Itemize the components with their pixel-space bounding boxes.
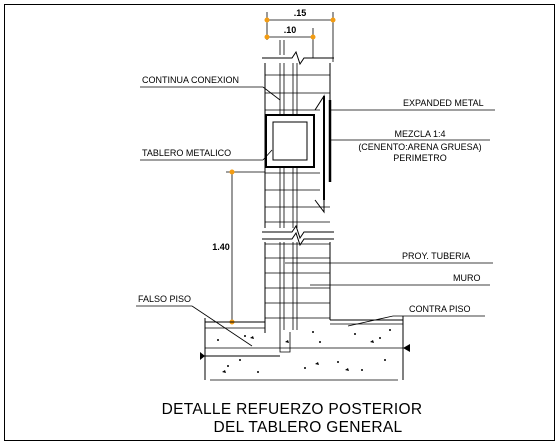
dimension-inner-width: .10 [264,25,316,58]
brick-wall [264,40,331,333]
label-proy-tuberia: PROY. TUBERIA [285,251,493,264]
floor-slab [200,316,410,381]
text-falso-piso: FALSO PISO [138,294,191,304]
text-contra-piso: CONTRA PISO [409,304,471,314]
dimension-height: 1.40 [212,169,265,325]
label-mezcla: MEZCLA 1:4 (CENENTO:ARENA GRUESA) PERIME… [330,129,490,163]
dimension-top-width: .15 [264,8,336,62]
text-continua-conexion: CONTINUA CONEXION [142,75,239,85]
text-muro: MURO [453,273,481,283]
dim-label-height: 1.40 [212,242,230,252]
title-line2: DEL TABLERO GENERAL [214,419,403,436]
drawing-frame [4,4,555,441]
text-mezcla-line2: (CENENTO:ARENA GRUESA) [358,142,481,152]
text-tablero-metalico: TABLERO METALICO [142,148,231,158]
break-line-middle [262,224,334,247]
label-tablero-metalico: TABLERO METALICO [140,148,273,161]
label-expanded-metal: EXPANDED METAL [330,98,495,111]
title-line1: DETALLE REFUERZO POSTERIOR [162,401,423,418]
expanded-metal [314,94,332,214]
label-falso-piso: FALSO PISO [136,294,253,347]
label-continua-conexion: CONTINUA CONEXION [140,75,281,101]
text-mezcla-line3: PERIMETRO [393,153,447,163]
drawing-title: DETALLE REFUERZO POSTERIOR DEL TABLERO G… [162,401,423,436]
dim-label-inner-width: .10 [284,25,297,35]
dim-label-top-width: .15 [294,8,307,18]
text-proy-tuberia: PROY. TUBERIA [402,251,470,261]
text-mezcla-line1: MEZCLA 1:4 [394,129,445,139]
metal-panel [265,114,315,168]
label-contra-piso: CONTRA PISO [347,304,485,327]
text-expanded-metal: EXPANDED METAL [403,98,484,108]
label-muro: MURO [310,273,490,286]
break-line-top [262,50,334,66]
